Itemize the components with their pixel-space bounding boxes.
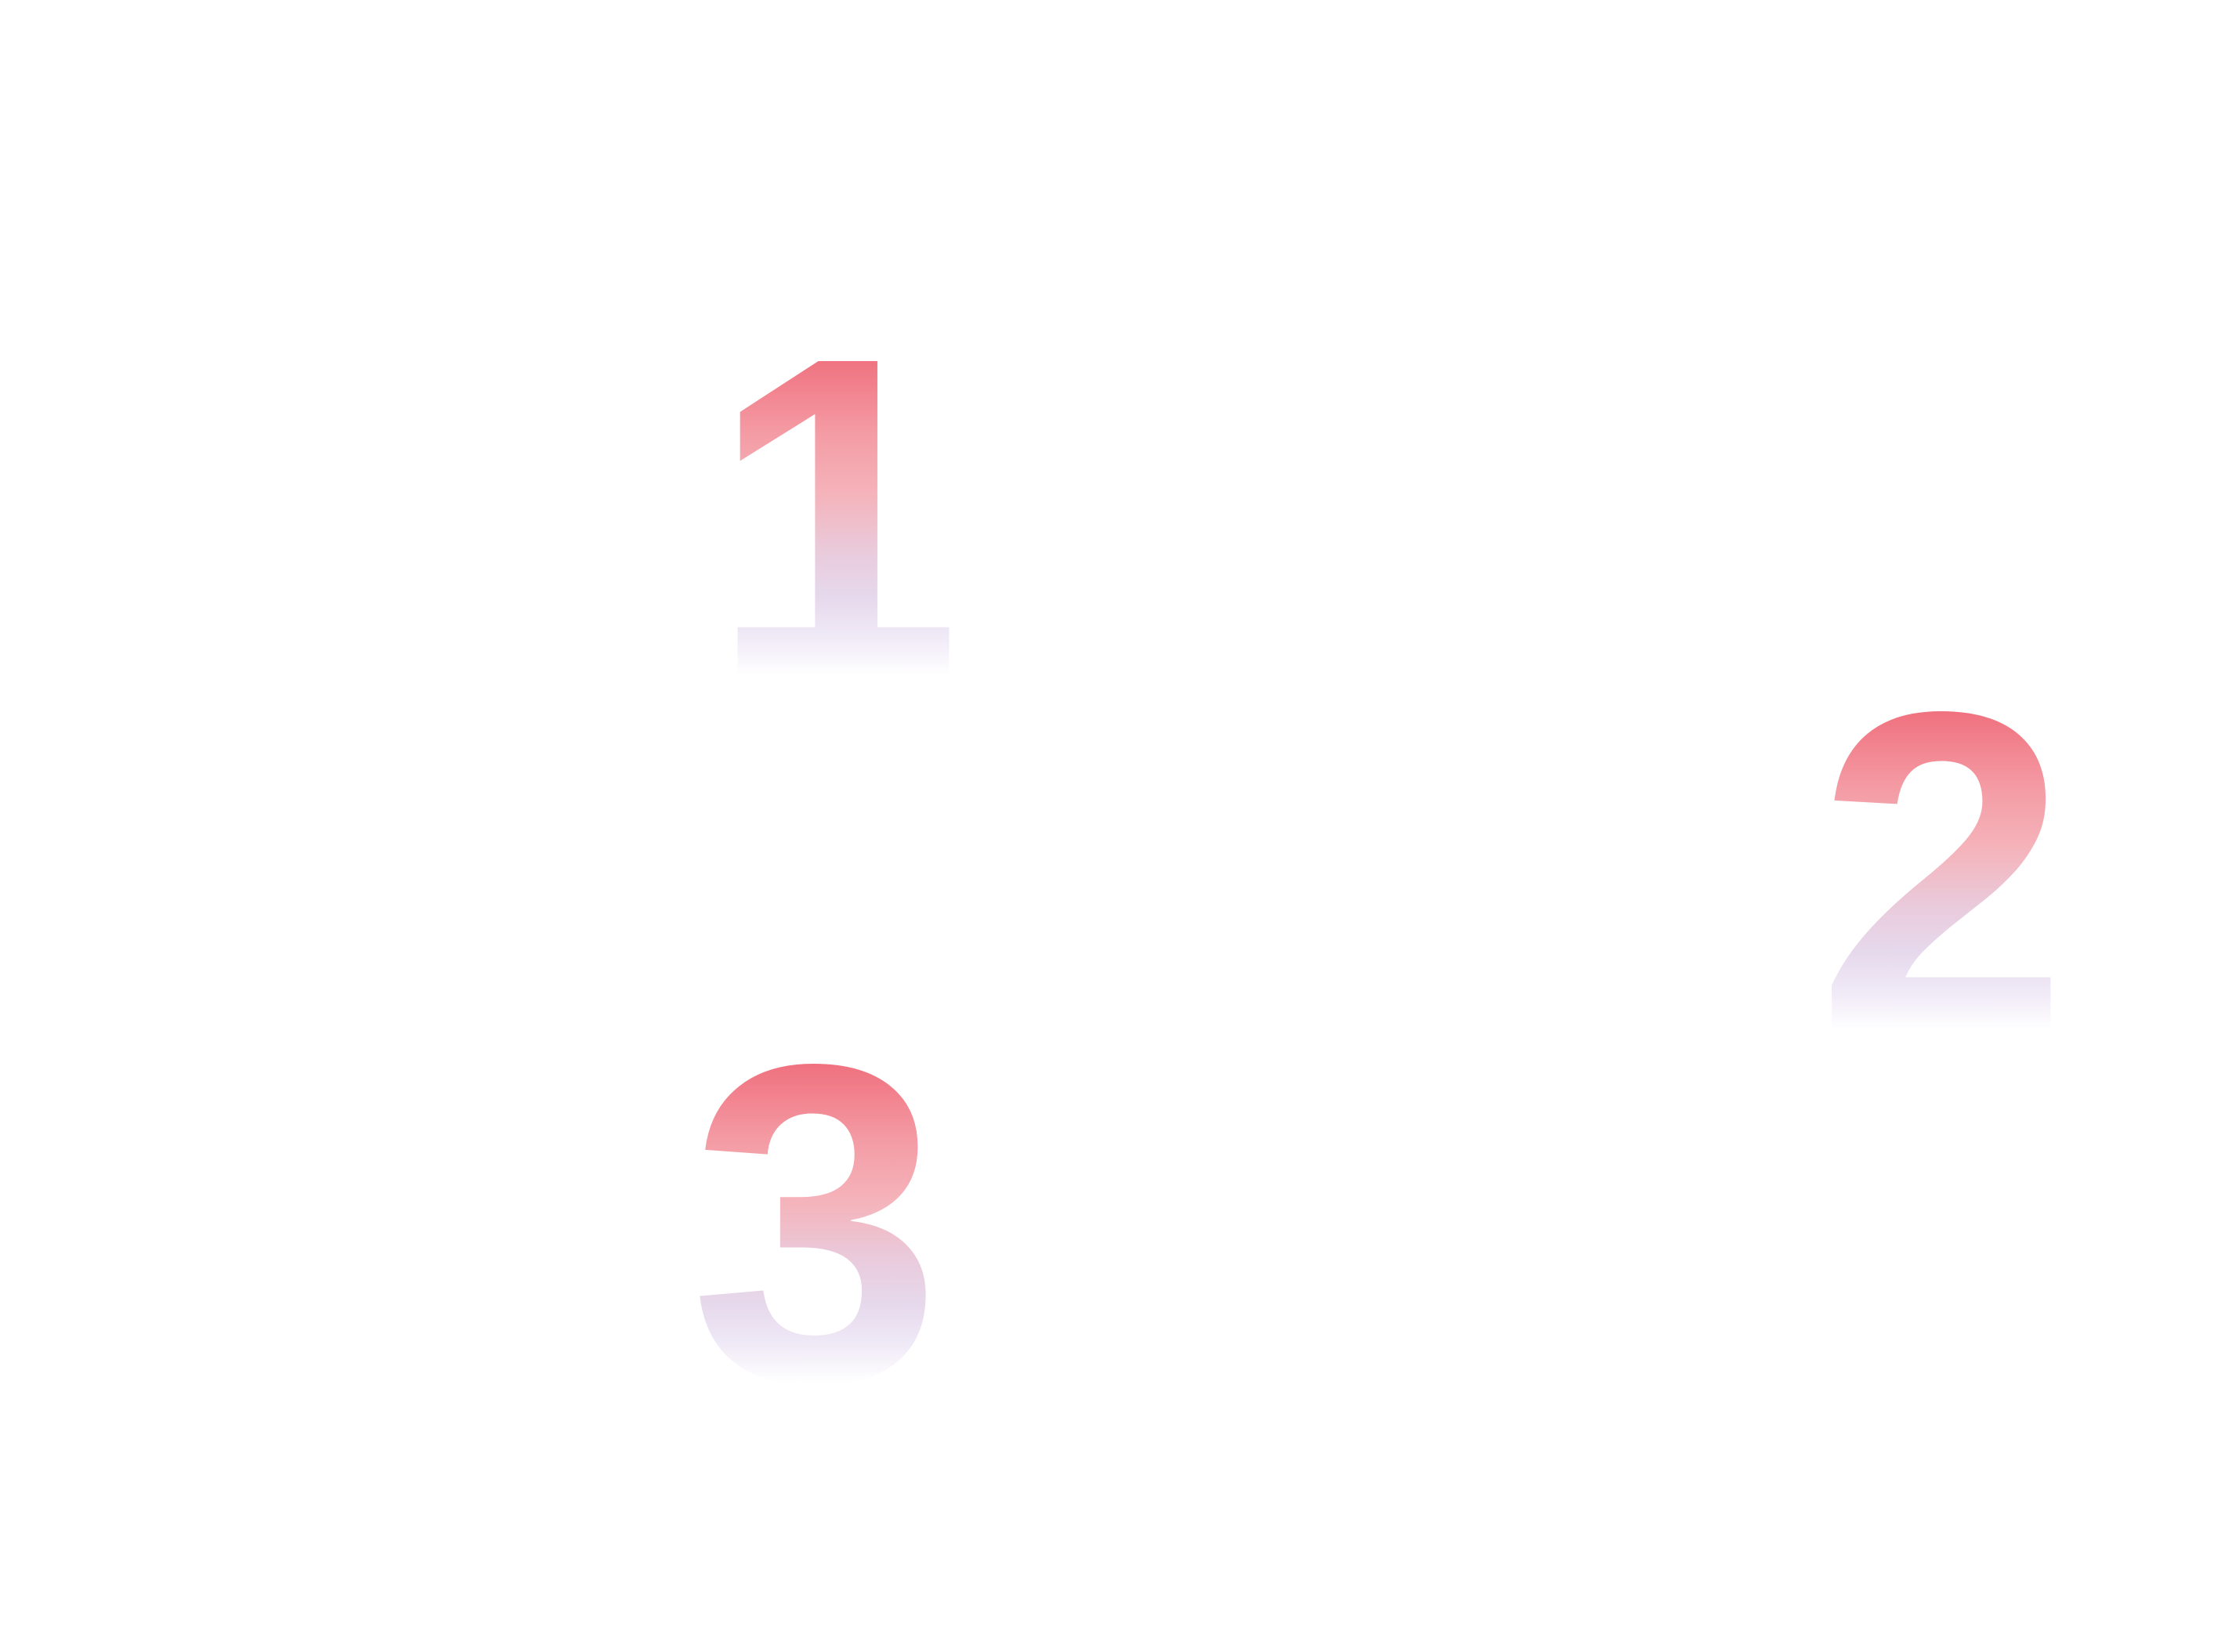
step-number-2: 2 — [1816, 617, 2069, 1125]
step-number-3: 3 — [689, 970, 942, 1477]
step-number-1: 1 — [709, 262, 962, 770]
